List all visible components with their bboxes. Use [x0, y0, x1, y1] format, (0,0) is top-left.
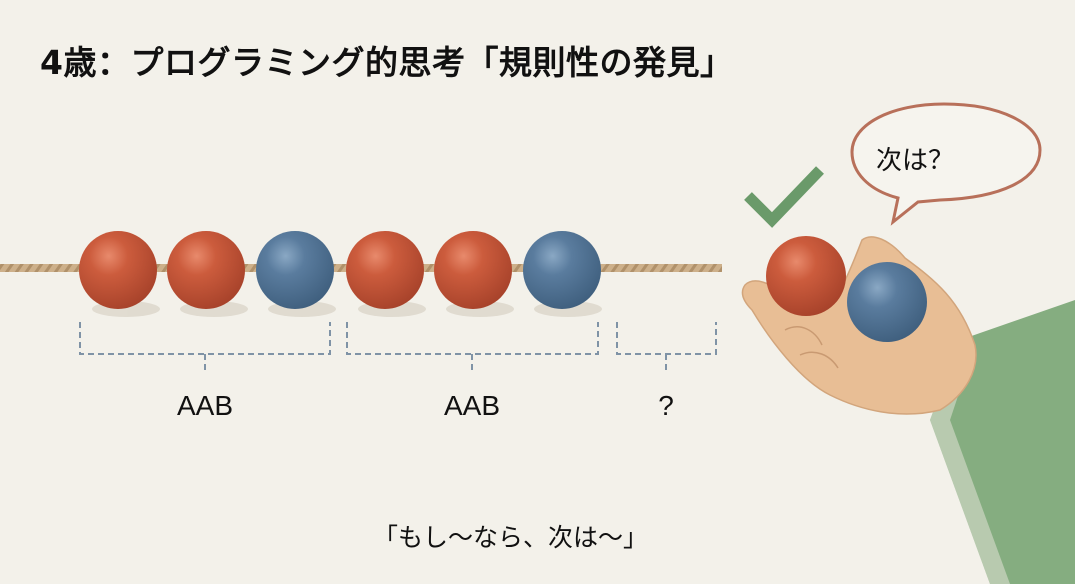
bracket-group-1: [79, 322, 331, 355]
held-bead-blue: [847, 262, 927, 342]
bracket-group-3: [616, 322, 717, 355]
bead-blue: [523, 231, 601, 309]
bead-blue: [256, 231, 334, 309]
group-brackets: [79, 322, 717, 374]
group-label: AAB: [443, 390, 501, 421]
bead-red: [79, 231, 157, 309]
group-label: AAB: [176, 390, 234, 421]
bead-shadows: [92, 301, 602, 317]
caption: 「もし〜なら、次は〜」: [373, 523, 649, 552]
check-icon: [744, 166, 824, 228]
speech-bubble-text: 次は？: [876, 146, 955, 176]
group-label-unknown: ?: [658, 390, 674, 421]
bead-red: [434, 231, 512, 309]
page-title: 4歳：プログラミング的思考「規則性の発見」: [40, 43, 734, 82]
bead-red: [167, 231, 245, 309]
speech-bubble: [850, 102, 1042, 226]
held-bead-red: [766, 236, 846, 316]
bracket-group-2: [346, 322, 599, 355]
bead-red: [346, 231, 424, 309]
